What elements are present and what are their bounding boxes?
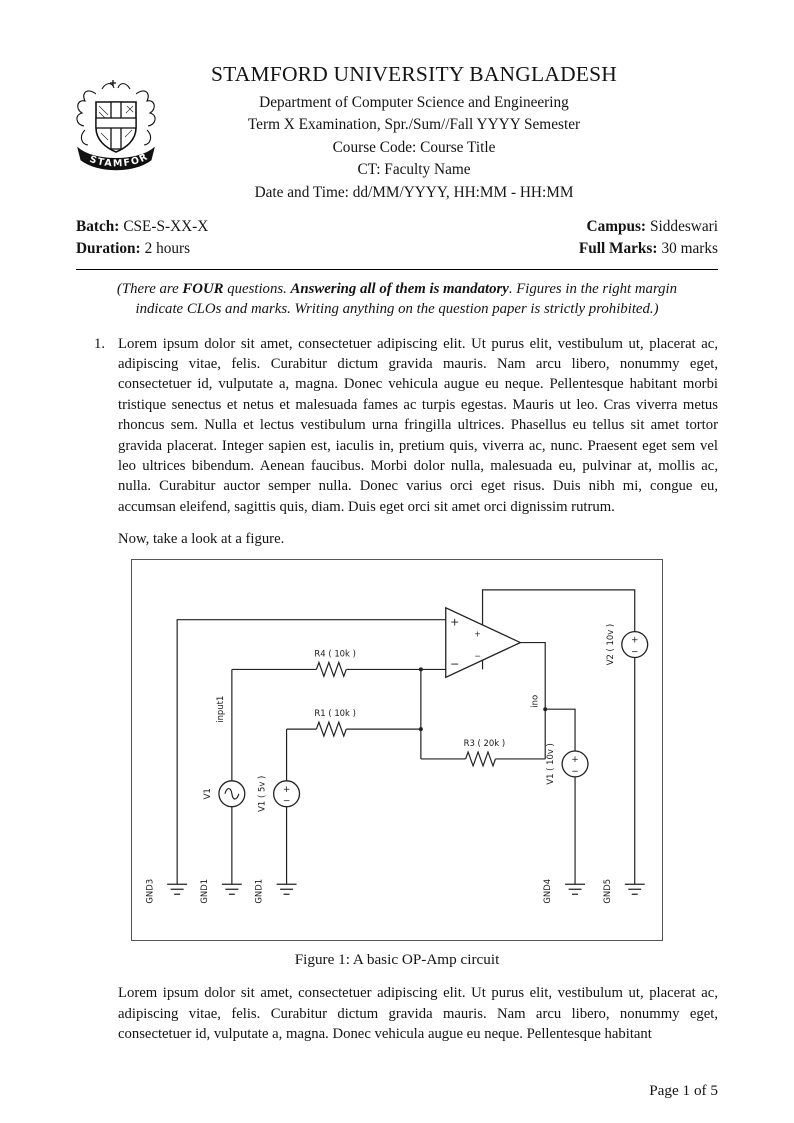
instructions: (There are FOUR questions. Answering all… bbox=[92, 280, 702, 320]
instructions-pre: (There are bbox=[116, 281, 183, 298]
question-text: Lorem ipsum dolor sit amet, consectetuer… bbox=[118, 335, 718, 515]
node-ino-label: ino bbox=[529, 695, 539, 708]
campus-row: Campus:Siddeswari bbox=[579, 216, 718, 238]
instructions-four: FOUR bbox=[182, 281, 224, 298]
meta-right: Campus:Siddeswari Full Marks:30 marks bbox=[579, 216, 718, 260]
header-divider bbox=[76, 269, 718, 271]
duration-label: Duration: bbox=[76, 240, 141, 258]
source-v1-ac-label: V1 bbox=[202, 788, 212, 799]
resistor-r4-label: R4 ( 10k ) bbox=[314, 649, 355, 659]
resistor-r3: R3 ( 20k ) bbox=[464, 738, 505, 768]
logo-shield-hatching bbox=[98, 105, 134, 141]
source-v1-ac: V1 bbox=[202, 780, 246, 808]
ground-gnd1-a: GND1 bbox=[199, 879, 242, 904]
sine-wave-icon bbox=[224, 788, 240, 800]
ground-gnd3: GND3 bbox=[144, 879, 188, 904]
university-name: STAMFORD UNIVERSITY BANGLADESH bbox=[210, 62, 618, 86]
circuit-wires bbox=[176, 589, 636, 885]
v1-10v-plus-sign: + bbox=[571, 755, 579, 765]
batch-label: Batch: bbox=[76, 218, 120, 236]
node-input1-label: input1 bbox=[215, 696, 225, 723]
logo-banner bbox=[77, 146, 155, 171]
ground-gnd1-a-label: GND1 bbox=[199, 879, 209, 904]
v2-10v-minus-sign: − bbox=[631, 648, 639, 658]
logo-mantling bbox=[76, 80, 156, 146]
opamp-plus-input-sign: + bbox=[450, 616, 459, 629]
source-v2-10v-label: V2 ( 10v ) bbox=[605, 624, 615, 665]
department-name: Department of Computer Science and Engin… bbox=[259, 94, 569, 111]
figure-intro: Now, take a look at a figure. bbox=[118, 531, 285, 548]
marks-row: Full Marks:30 marks bbox=[579, 238, 718, 260]
question-number: 1. bbox=[94, 335, 106, 352]
question-1: 1. Lorem ipsum dolor sit amet, consectet… bbox=[76, 334, 718, 518]
resistor-r1-label: R1 ( 10k ) bbox=[314, 708, 355, 718]
campus-label: Campus: bbox=[586, 218, 647, 236]
v1-10v-minus-sign: − bbox=[571, 767, 579, 777]
meta-info: Batch:CSE-S-XX-X Duration:2 hours Campus… bbox=[76, 216, 718, 260]
duration-value: 2 hours bbox=[144, 240, 191, 258]
closing-paragraph: Lorem ipsum dolor sit amet, consectetuer… bbox=[118, 985, 718, 1043]
page-number: Page 1 of 5 bbox=[649, 1082, 718, 1099]
duration-row: Duration:2 hours bbox=[76, 238, 208, 260]
instructions-mandatory: Answering all of them is mandatory bbox=[290, 281, 509, 298]
term-line: Term X Examination, Spr./Sum//Fall YYYY … bbox=[247, 116, 581, 134]
batch-value: CSE-S-XX-X bbox=[123, 218, 209, 236]
resistor-r1: R1 ( 10k ) bbox=[314, 708, 356, 739]
instructions-post: . Figures in the right margin indicate C… bbox=[135, 281, 678, 317]
figure-frame: + − + − R4 ( 10k ) R1 ( 10k ) R3 ( 20k ) bbox=[131, 559, 663, 942]
source-v1-5v-label: V1 ( 5v ) bbox=[257, 776, 267, 812]
source-v1-10v: + − V1 ( 10v ) bbox=[545, 743, 589, 785]
ground-gnd5: GND5 bbox=[602, 879, 645, 904]
opamp-plus-supply-sign: + bbox=[474, 630, 481, 639]
university-logo: STAMFORD bbox=[72, 78, 156, 171]
header: STAMFORD STAMFORD UNIVERSITY BANGLADESH … bbox=[72, 62, 718, 204]
v2-10v-plus-sign: + bbox=[631, 636, 639, 646]
opamp-minus-input-sign: − bbox=[450, 658, 459, 671]
ground-gnd1-b-label: GND1 bbox=[254, 879, 264, 904]
source-v1-5v: + − V1 ( 5v ) bbox=[257, 776, 301, 812]
opamp-symbol: + − + − bbox=[445, 607, 522, 679]
ct-line: CT: Faculty Name bbox=[357, 161, 471, 179]
meta-left: Batch:CSE-S-XX-X Duration:2 hours bbox=[76, 216, 208, 260]
v1-5v-plus-sign: + bbox=[283, 785, 291, 795]
marks-value: 30 marks bbox=[661, 240, 718, 258]
header-text: STAMFORD UNIVERSITY BANGLADESH Departmen… bbox=[110, 62, 718, 204]
logo-cross bbox=[95, 101, 137, 150]
course-line: Course Code: Course Title bbox=[332, 138, 496, 156]
opamp-circuit-figure: + − + − R4 ( 10k ) R1 ( 10k ) R3 ( 20k ) bbox=[144, 589, 649, 904]
v1-5v-minus-sign: − bbox=[283, 797, 291, 807]
figure-caption: Figure 1: A basic OP-Amp circuit bbox=[294, 951, 500, 969]
ground-gnd1-b: GND1 bbox=[254, 879, 297, 904]
ground-gnd4-label: GND4 bbox=[542, 879, 552, 904]
campus-value: Siddeswari bbox=[650, 218, 718, 236]
opamp-minus-supply-sign: − bbox=[474, 652, 481, 661]
instructions-mid: questions. bbox=[223, 281, 291, 298]
batch-row: Batch:CSE-S-XX-X bbox=[76, 216, 208, 238]
resistor-r4: R4 ( 10k ) bbox=[314, 649, 356, 679]
ground-gnd4: GND4 bbox=[542, 879, 585, 904]
resistor-r3-label: R3 ( 20k ) bbox=[464, 738, 505, 748]
ground-gnd3-label: GND3 bbox=[144, 879, 154, 904]
source-v1-10v-label: V1 ( 10v ) bbox=[545, 743, 555, 785]
datetime-line: Date and Time: dd/MM/YYYY, HH:MM - HH:MM bbox=[254, 183, 574, 201]
marks-label: Full Marks: bbox=[578, 240, 658, 258]
ground-gnd5-label: GND5 bbox=[602, 879, 612, 904]
source-v2-10v: + − V2 ( 10v ) bbox=[605, 624, 649, 666]
